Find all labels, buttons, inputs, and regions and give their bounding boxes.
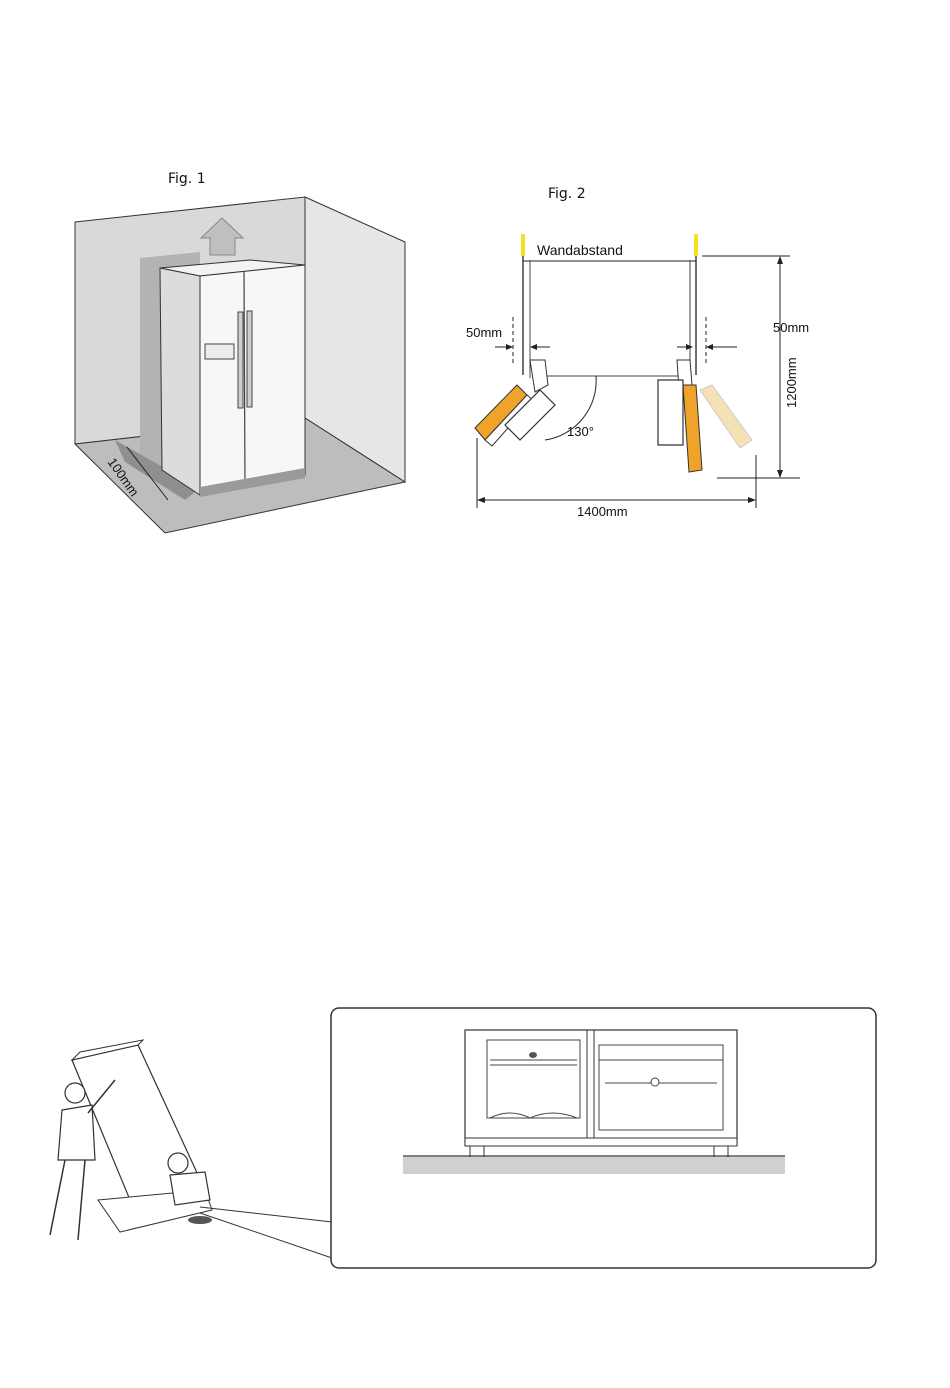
right-gap-label: 50mm <box>773 320 809 335</box>
fig1-clearance-label: 100mm <box>105 455 142 499</box>
wall-distance-label: Wandabstand <box>537 242 623 258</box>
width-label: 1400mm <box>577 504 628 519</box>
left-gap-label: 50mm <box>466 325 502 340</box>
fig1-title: Fig. 1 <box>168 171 206 187</box>
fig2-title: Fig. 2 <box>548 186 586 202</box>
door-angle-label: 130° <box>567 424 594 439</box>
depth-label: 1200mm <box>784 357 799 408</box>
